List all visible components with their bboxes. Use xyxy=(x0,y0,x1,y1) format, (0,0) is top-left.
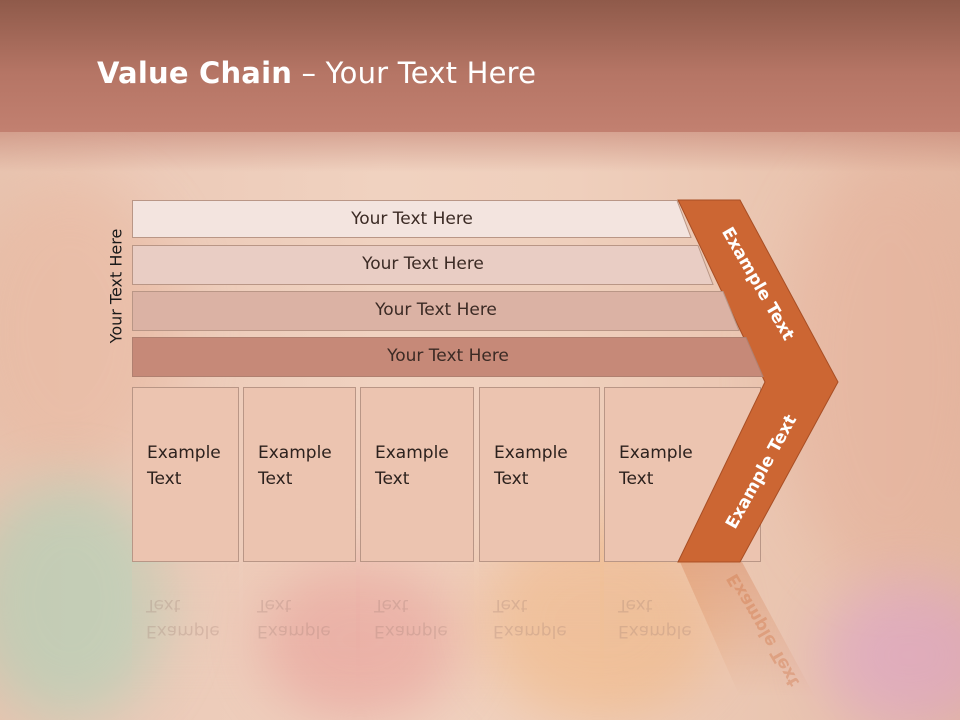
row-shape xyxy=(132,337,764,377)
box-line2: Text xyxy=(147,469,182,489)
title-rest: – Your Text Here xyxy=(292,56,537,90)
bg-blob xyxy=(820,580,960,720)
box-line2: Text xyxy=(258,469,293,489)
support-row: Your Text Here xyxy=(132,200,692,238)
support-row: Your Text Here xyxy=(132,291,740,331)
box-line1: Example xyxy=(619,443,693,463)
row-label: Your Text Here xyxy=(351,209,473,229)
box-line1: Example xyxy=(375,443,449,463)
title-bold: Value Chain xyxy=(97,56,293,90)
support-row: Your Text Here xyxy=(132,337,764,377)
slide-title: Value Chain – Your Text Here xyxy=(97,56,536,90)
support-row: Your Text Here xyxy=(132,245,714,285)
box-line1: Example xyxy=(494,443,568,463)
chevron-reflection xyxy=(680,562,815,697)
box-line1: Example xyxy=(258,443,332,463)
row-label: Your Text Here xyxy=(362,254,484,274)
box-line2: Text xyxy=(375,469,410,489)
bg-blob xyxy=(260,560,460,720)
box-line2: Text xyxy=(619,469,654,489)
row-label: Your Text Here xyxy=(387,346,509,366)
row-shape xyxy=(132,200,692,238)
header-bar xyxy=(0,0,960,172)
box-line1: Example xyxy=(147,443,221,463)
box-line2: Text xyxy=(494,469,529,489)
row-shape xyxy=(132,245,714,285)
row-shape xyxy=(132,291,740,331)
row-label: Your Text Here xyxy=(375,300,497,320)
